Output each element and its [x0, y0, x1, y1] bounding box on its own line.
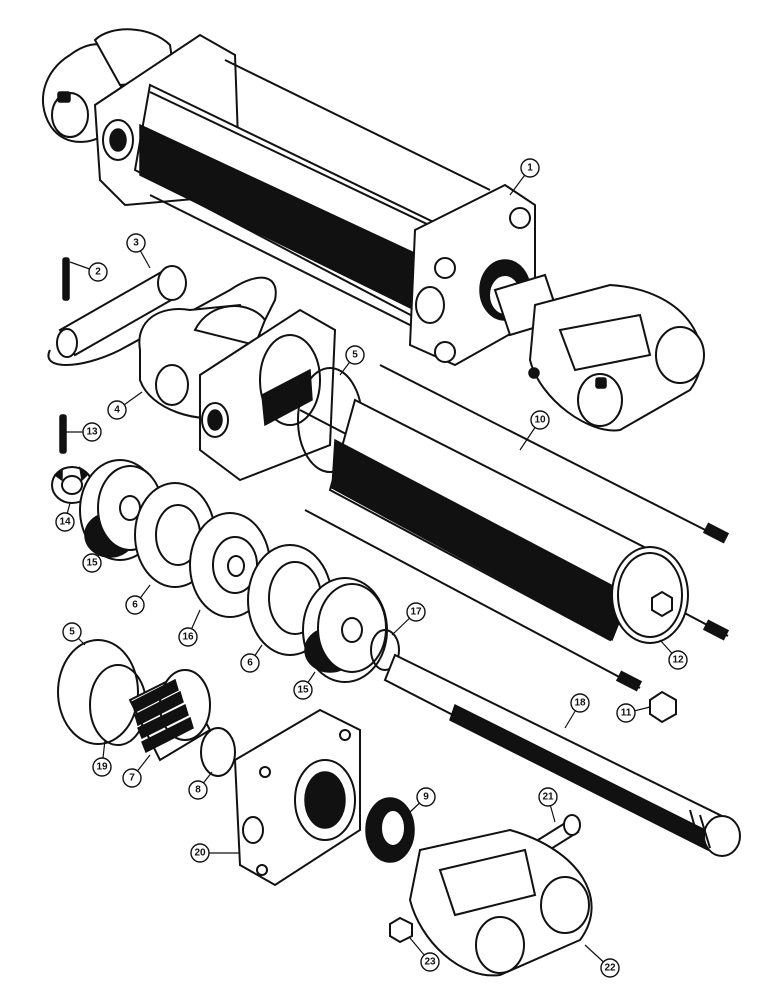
callout-number: 6 — [247, 658, 253, 669]
callout-number: 23 — [424, 957, 436, 968]
callout-circle — [188, 780, 208, 800]
assembled-cylinder — [41, 28, 705, 432]
callout-number: 1 — [527, 163, 533, 174]
callout-circle — [125, 595, 145, 615]
hex-nut — [649, 690, 677, 724]
callout-number: 9 — [423, 792, 429, 803]
callout-circle — [178, 627, 198, 647]
callout-number: 21 — [542, 792, 554, 803]
callout-number: 16 — [182, 632, 194, 643]
callout-front-head: 20 — [190, 843, 240, 863]
callout-piston-cup: 15 — [82, 547, 106, 573]
callout-circle — [668, 650, 688, 670]
callout-circle — [600, 958, 620, 978]
callout-number: 18 — [574, 698, 586, 709]
tie-rods-and-barrel — [299, 364, 730, 692]
callout-number: 4 — [114, 405, 120, 416]
callout-number: 13 — [86, 427, 98, 438]
callout-cotter-pin: 13 — [66, 422, 102, 442]
callout-number: 5 — [352, 350, 358, 361]
callout-circle — [293, 680, 313, 700]
front-head — [233, 708, 361, 887]
callout-o-ring-small-piston: 17 — [391, 602, 426, 636]
callout-bolt: 21 — [538, 787, 558, 823]
callout-number: 10 — [534, 415, 546, 426]
callout-layer: 1234510131415616615171251978209181121222… — [55, 158, 688, 978]
callout-rod-seal: 9 — [409, 787, 436, 813]
callout-number: 17 — [410, 607, 422, 618]
callout-cotter-pin-clip: 2 — [69, 261, 108, 282]
callout-number: 6 — [132, 600, 138, 611]
callout-circle — [616, 703, 636, 723]
callout-bearing: 7 — [122, 754, 151, 788]
callout-castle-nut: 14 — [55, 502, 75, 532]
callout-clevis-pin: 3 — [126, 233, 151, 269]
callout-number: 15 — [297, 685, 309, 696]
callout-number: 12 — [672, 655, 684, 666]
callout-number: 22 — [604, 963, 616, 974]
callout-circle — [538, 787, 558, 807]
callout-number: 15 — [86, 558, 98, 569]
callout-o-ring-lower: 5 — [62, 622, 86, 646]
callout-number: 14 — [59, 517, 71, 528]
piston-rod — [383, 653, 741, 857]
callout-circle — [62, 622, 82, 642]
callout-o-ring: 5 — [339, 345, 365, 376]
rod-clevis — [408, 828, 593, 977]
callout-piston-cup-2: 15 — [293, 671, 316, 700]
callout-hex-nut: 11 — [616, 703, 651, 723]
callout-circle — [107, 400, 127, 420]
callout-circle — [345, 345, 365, 365]
callout-circle — [190, 843, 210, 863]
callout-circle — [240, 653, 260, 673]
callout-circle — [420, 952, 440, 972]
callout-circle — [82, 422, 102, 442]
callout-circle — [520, 158, 540, 178]
callout-circle — [55, 512, 75, 532]
callout-number: 5 — [69, 627, 75, 638]
rear-cap — [138, 303, 337, 482]
callout-circle — [88, 262, 108, 282]
callout-wiper: 19 — [92, 739, 112, 777]
callout-circle — [126, 233, 146, 253]
callout-piston-rod: 18 — [564, 693, 590, 729]
callout-circle — [570, 693, 590, 713]
callout-jam-nut: 23 — [409, 937, 440, 972]
callout-circle — [122, 768, 142, 788]
callout-number: 11 — [621, 708, 632, 719]
cotter-pin — [59, 414, 67, 454]
callout-circle — [406, 602, 426, 622]
callout-number: 20 — [194, 848, 206, 859]
callout-number: 19 — [96, 762, 108, 773]
callout-number: 7 — [129, 773, 135, 784]
callout-circle — [416, 787, 436, 807]
callout-rod-clevis: 22 — [584, 944, 620, 978]
callout-piston: 16 — [178, 609, 201, 647]
callout-circle — [82, 553, 102, 573]
callout-backup-washer: 6 — [125, 584, 151, 615]
callout-tie-rod: 10 — [519, 410, 550, 451]
callout-number: 3 — [133, 238, 139, 249]
callout-number: 2 — [95, 267, 101, 278]
callout-o-ring-rod: 8 — [188, 771, 213, 800]
callout-circle — [530, 410, 550, 430]
piston-stack — [79, 459, 400, 683]
callout-backup-washer-2: 6 — [240, 644, 263, 673]
callout-rear-cap: 4 — [107, 391, 143, 420]
callout-number: 8 — [195, 785, 201, 796]
o-ring-small — [200, 727, 236, 777]
callout-barrel: 12 — [659, 639, 688, 670]
o-ring-lower — [57, 639, 139, 745]
jam-nut — [389, 916, 413, 944]
callout-cylinder-assembly: 1 — [509, 158, 540, 196]
callout-circle — [92, 757, 112, 777]
